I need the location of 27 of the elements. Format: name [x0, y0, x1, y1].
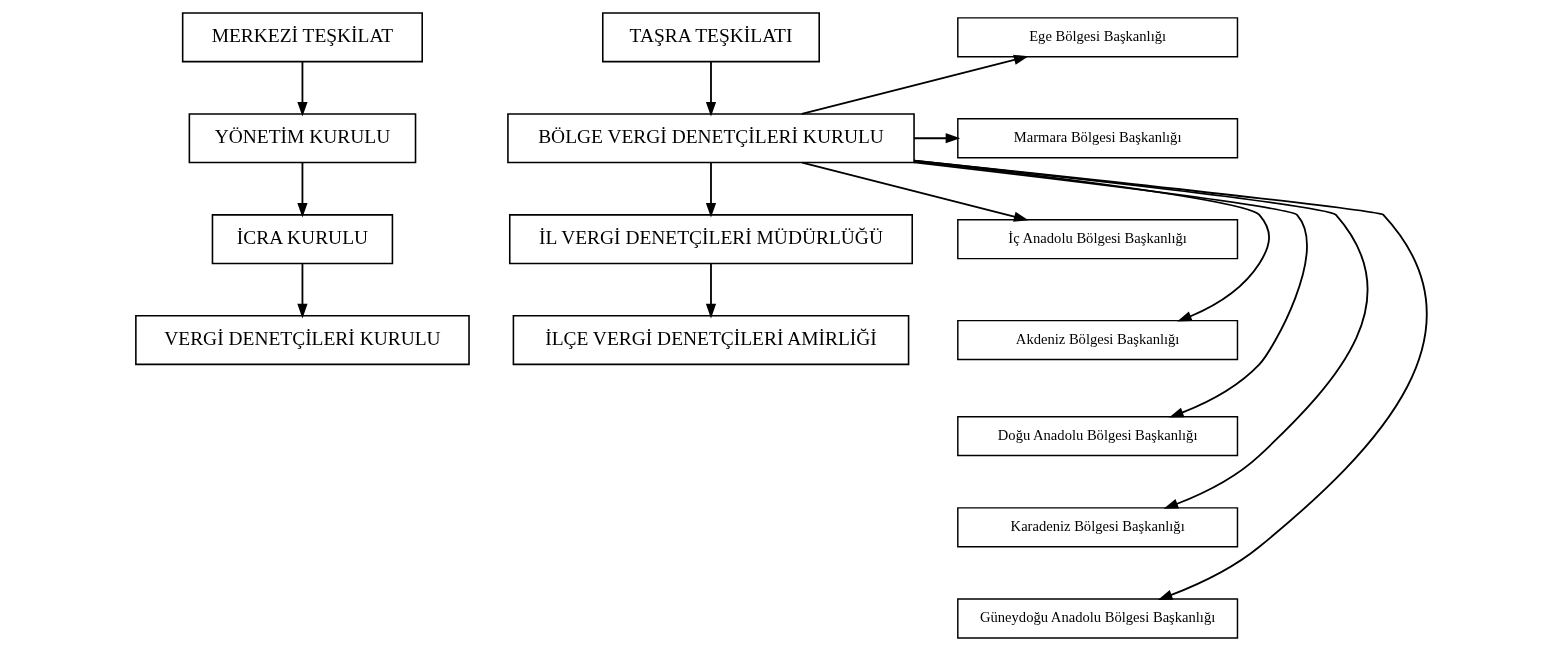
arrow: [297, 262, 308, 319]
arrow: [297, 61, 308, 117]
node-box: Akdeniz Bölgesi Başkanlığı: [957, 319, 1239, 361]
arrow: [801, 161, 1029, 222]
arrow: [705, 262, 717, 319]
node-box: Karadeniz Bölgesi Başkanlığı: [957, 507, 1239, 548]
node-box: İCRA KURULU: [211, 214, 394, 265]
node-box: VERGİ DENETÇİLERİ KURULU: [135, 314, 470, 366]
arrow: [800, 54, 1029, 115]
node-box: İL VERGİ DENETÇİLERİ MÜDÜRLÜĞÜ: [508, 214, 913, 265]
node-box: İç Anadolu Bölgesi Başkanlığı: [957, 219, 1239, 260]
node-box: İLÇE VERGİ DENETÇİLERİ AMİRLİĞİ: [512, 314, 910, 366]
node-box: Marmara Bölgesi Başkanlığı: [957, 118, 1239, 159]
node-box: Doğu Anadolu Bölgesi Başkanlığı: [957, 415, 1239, 457]
arrow: [913, 159, 1369, 509]
arrow: [913, 133, 961, 144]
node-box: YÖNETİM KURULU: [188, 113, 417, 164]
arrow: [913, 161, 1308, 418]
node-box: BÖLGE VERGİ DENETÇİLERİ KURULU: [507, 113, 915, 164]
node-box: MERKEZİ TEŞKİLAT: [181, 12, 423, 63]
node-box: Güneydoğu Anadolu Bölgesi Başkanlığı: [957, 598, 1239, 639]
arrow: [705, 161, 717, 218]
node-box: TAŞRA TEŞKİLATI: [602, 12, 820, 63]
arrow: [913, 159, 1428, 600]
arrow: [297, 161, 308, 218]
arrow: [705, 61, 717, 117]
node-box: Ege Bölgesi Başkanlığı: [957, 17, 1239, 58]
